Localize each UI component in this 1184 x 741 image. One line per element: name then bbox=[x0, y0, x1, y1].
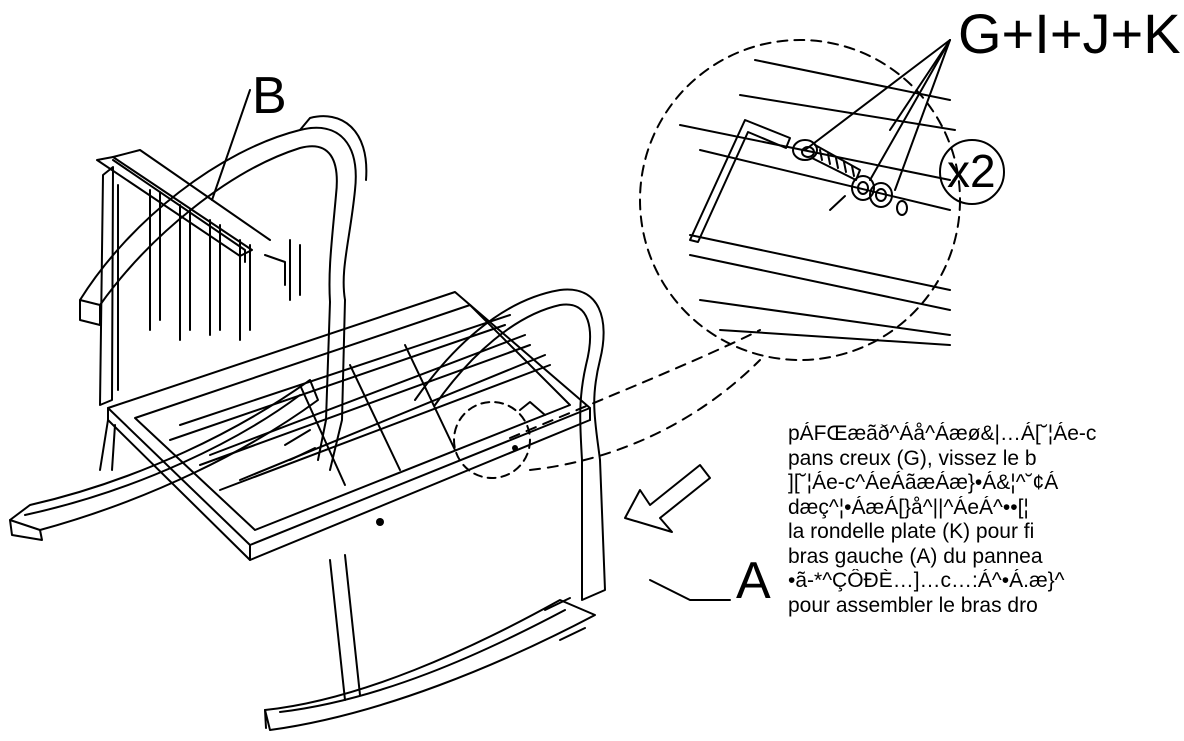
instruction-line: pans creux (G), vissez le b bbox=[788, 446, 1037, 470]
instruction-line: pÁFŒæãð^Áå^Áæø&|…Á[˘¦Áe-c bbox=[788, 422, 1097, 445]
part-label-b: B bbox=[252, 67, 287, 125]
spring-washer-icon bbox=[851, 175, 875, 201]
left-rocker bbox=[9, 379, 319, 541]
bolt-point bbox=[376, 518, 384, 526]
part-label-a: A bbox=[736, 552, 771, 610]
direction-arrow bbox=[624, 464, 711, 533]
callout-leaders bbox=[211, 39, 951, 601]
instruction-line: la rondelle plate (K) pour fi bbox=[788, 520, 1035, 543]
right-rocker bbox=[264, 554, 596, 731]
allen-key-icon bbox=[689, 119, 791, 243]
bolt-icon bbox=[792, 139, 861, 181]
flat-washer-icon bbox=[869, 182, 893, 208]
zoom-connector-upper bbox=[509, 329, 761, 439]
instruction-text: pÁFŒæãð^Áå^Áæø&|…Á[˘¦Áe-c pans creux (G)… bbox=[788, 422, 1184, 618]
quantity-badge-circle bbox=[939, 139, 1005, 205]
quantity-label: x2 bbox=[947, 145, 996, 197]
instruction-line: dæç^¦•ÁæÁ[}å^||^ÁeÁ^••[¦ bbox=[788, 495, 1029, 519]
hardware-label: G+I+J+K bbox=[958, 2, 1181, 65]
bolt-point bbox=[512, 445, 518, 451]
instruction-line: ][˘¦Áe-c^ÁeÁãæÁæ}•Á&¦^˘¢Á bbox=[788, 471, 1059, 494]
detail-circle-small bbox=[453, 401, 531, 479]
instruction-line: bras gauche (A) du pannea bbox=[788, 544, 1043, 568]
right-armrest bbox=[414, 288, 606, 601]
zoom-content bbox=[679, 59, 956, 346]
instruction-line: pour assembler le bras dro bbox=[788, 593, 1038, 617]
instruction-line: •ã-*^ÇÔÐÈ…]…c…:Á^•Á.æ}^ bbox=[788, 569, 1065, 592]
backrest-frame bbox=[96, 149, 301, 406]
bolt-hole bbox=[896, 200, 908, 216]
zoom-detail-circle bbox=[639, 39, 961, 361]
zoom-connector-lower bbox=[529, 359, 761, 471]
